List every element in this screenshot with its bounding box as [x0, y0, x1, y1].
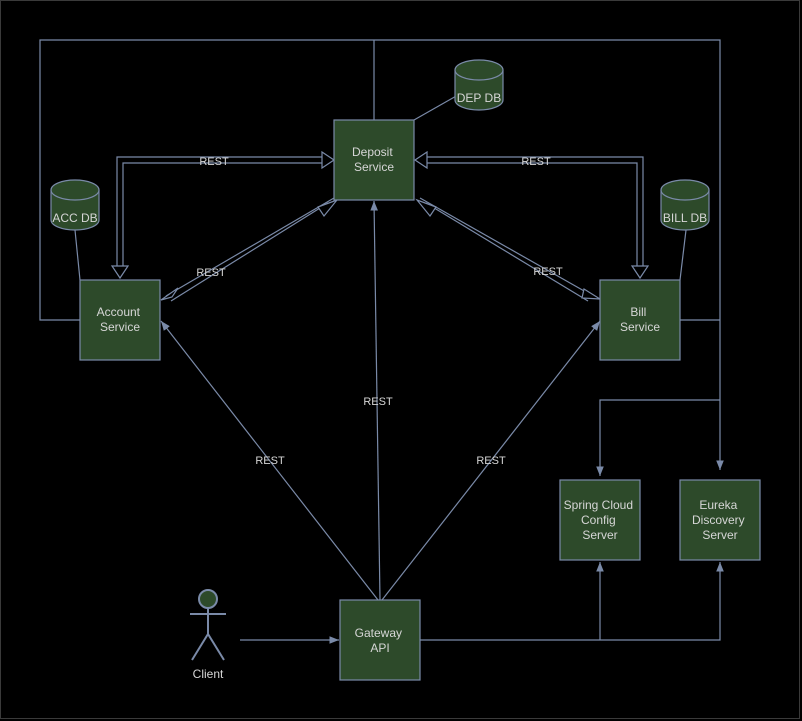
deposit-bill-edge — [415, 197, 601, 302]
client-label: Client — [193, 667, 224, 681]
bill-db-connector — [679, 229, 687, 281]
acc-db-connector — [74, 229, 81, 281]
gateway-account-edge — [160, 320, 379, 601]
dep-db-connector — [413, 94, 459, 121]
edge-label-account-deposit: REST — [199, 156, 229, 168]
acc-db-label: ACC DB — [52, 211, 97, 225]
edge-label-gateway-bill: REST — [476, 455, 506, 467]
edge-label-gateway-deposit: REST — [363, 396, 393, 408]
gateway-eureka-line — [420, 562, 724, 641]
config-server-box: Spring Cloud Config Server — [559, 479, 641, 561]
registration-line — [39, 39, 724, 470]
account-service-label: Account Service — [97, 305, 144, 334]
edge-label-deposit-bill: REST — [533, 266, 563, 278]
deposit-account-edge — [160, 197, 339, 302]
account-deposit-edge — [110, 150, 336, 280]
config-line — [596, 399, 720, 476]
dep-db-label: DEP DB — [457, 91, 501, 105]
dep-db-cylinder: DEP DB — [454, 59, 504, 111]
acc-db-cylinder: ACC DB — [50, 179, 100, 231]
gateway-bill-edge — [381, 320, 601, 601]
bill-db-label: BILL DB — [663, 211, 707, 225]
gateway-api-box: Gateway API — [339, 599, 421, 681]
edge-label-bill-deposit: REST — [521, 156, 551, 168]
bill-service-box: Bill Service — [599, 279, 681, 361]
eureka-server-label: Eureka Discovery Server — [692, 498, 748, 542]
eureka-server-box: Eureka Discovery Server — [679, 479, 761, 561]
gateway-deposit-edge — [370, 200, 381, 601]
edge-label-gateway-account: REST — [255, 455, 285, 467]
deposit-service-label: Deposit Service — [352, 145, 396, 174]
person-icon — [190, 589, 226, 661]
edge-label-deposit-account: REST — [196, 267, 226, 279]
gateway-api-label: Gateway API — [355, 626, 406, 655]
account-service-box: Account Service — [79, 279, 161, 361]
bill-deposit-edge — [413, 150, 650, 280]
config-server-label: Spring Cloud Config Server — [564, 498, 637, 542]
deposit-service-box: Deposit Service — [333, 119, 415, 201]
bill-service-label: Bill Service — [620, 305, 660, 334]
bill-db-cylinder: BILL DB — [660, 179, 710, 231]
